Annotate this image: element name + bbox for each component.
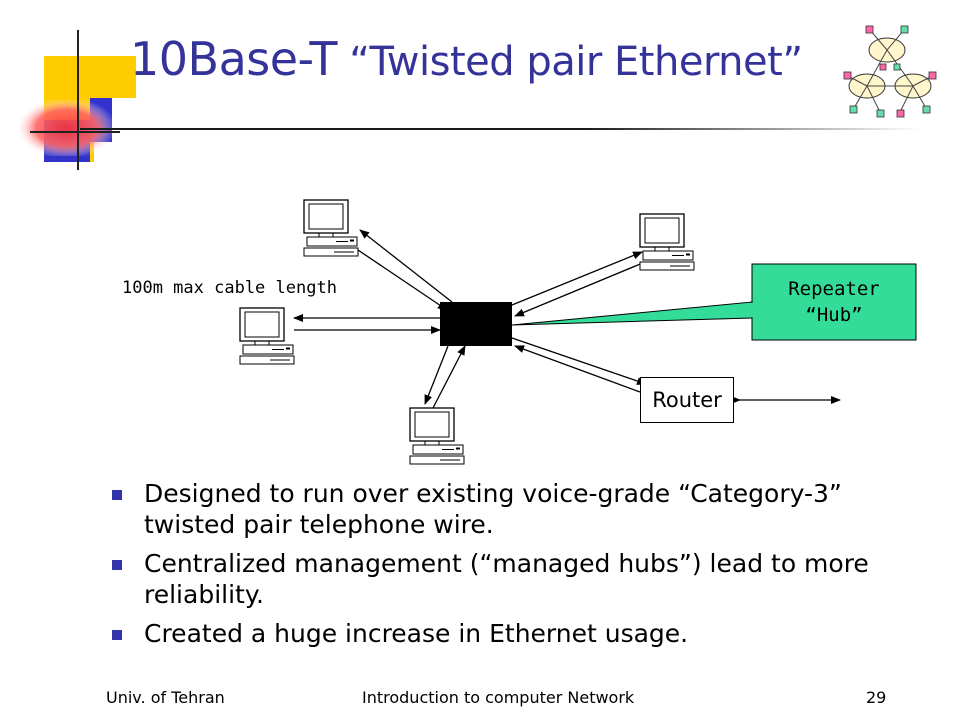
bullet-list: Designed to run over existing voice-grad… (106, 478, 906, 657)
link-top-right-b (514, 261, 646, 317)
slide-title-sub: “Twisted pair Ethernet” (337, 39, 803, 85)
link-router-a (511, 337, 647, 385)
bullet-square-icon (112, 560, 122, 570)
bullet-text: Centralized management (“managed hubs”) … (144, 549, 869, 609)
slide-title-main: 10Base-T (130, 32, 338, 86)
repeater-callout-pointer (511, 301, 753, 326)
repeater-callout-line2: “Hub” (805, 304, 863, 326)
repeater-callout-line1: Repeater (788, 278, 880, 300)
link-top-right-a (511, 251, 643, 306)
link-bottom-b (432, 345, 466, 409)
bullet-text: Created a huge increase in Ethernet usag… (144, 619, 689, 648)
router-box: Router (640, 377, 734, 423)
network-cloud-logo (843, 25, 937, 118)
cable-length-label: 100m max cable length (122, 278, 337, 298)
bullet-text: Designed to run over existing voice-grad… (144, 479, 842, 539)
computer-icon-bottom (409, 407, 465, 465)
hub-device (440, 302, 512, 346)
computer-icon-top-left (303, 199, 359, 257)
title-underline (80, 128, 920, 130)
computer-icon-left (239, 307, 295, 365)
bullet-item: Centralized management (“managed hubs”) … (106, 548, 906, 610)
bullet-square-icon (112, 490, 122, 500)
repeater-callout-box (751, 263, 917, 341)
bullet-square-icon (112, 630, 122, 640)
computer-icon-top-right (639, 213, 695, 271)
decorative-squares-logo (20, 30, 136, 170)
bullet-item: Designed to run over existing voice-grad… (106, 478, 906, 540)
footer-university: Univ. of Tehran (106, 688, 225, 707)
link-top-left-a (359, 229, 453, 303)
repeater-callout-text: Repeater “Hub” (752, 264, 916, 340)
router-label: Router (652, 388, 722, 412)
slide-title: 10Base-T “Twisted pair Ethernet” (130, 32, 803, 86)
link-router-b (514, 345, 641, 393)
link-top-left-b (354, 247, 448, 311)
bullet-item: Created a huge increase in Ethernet usag… (106, 618, 906, 649)
link-bottom-a (424, 345, 449, 405)
footer-page-number: 29 (866, 688, 887, 707)
footer-course-title: Introduction to computer Network (362, 688, 635, 707)
